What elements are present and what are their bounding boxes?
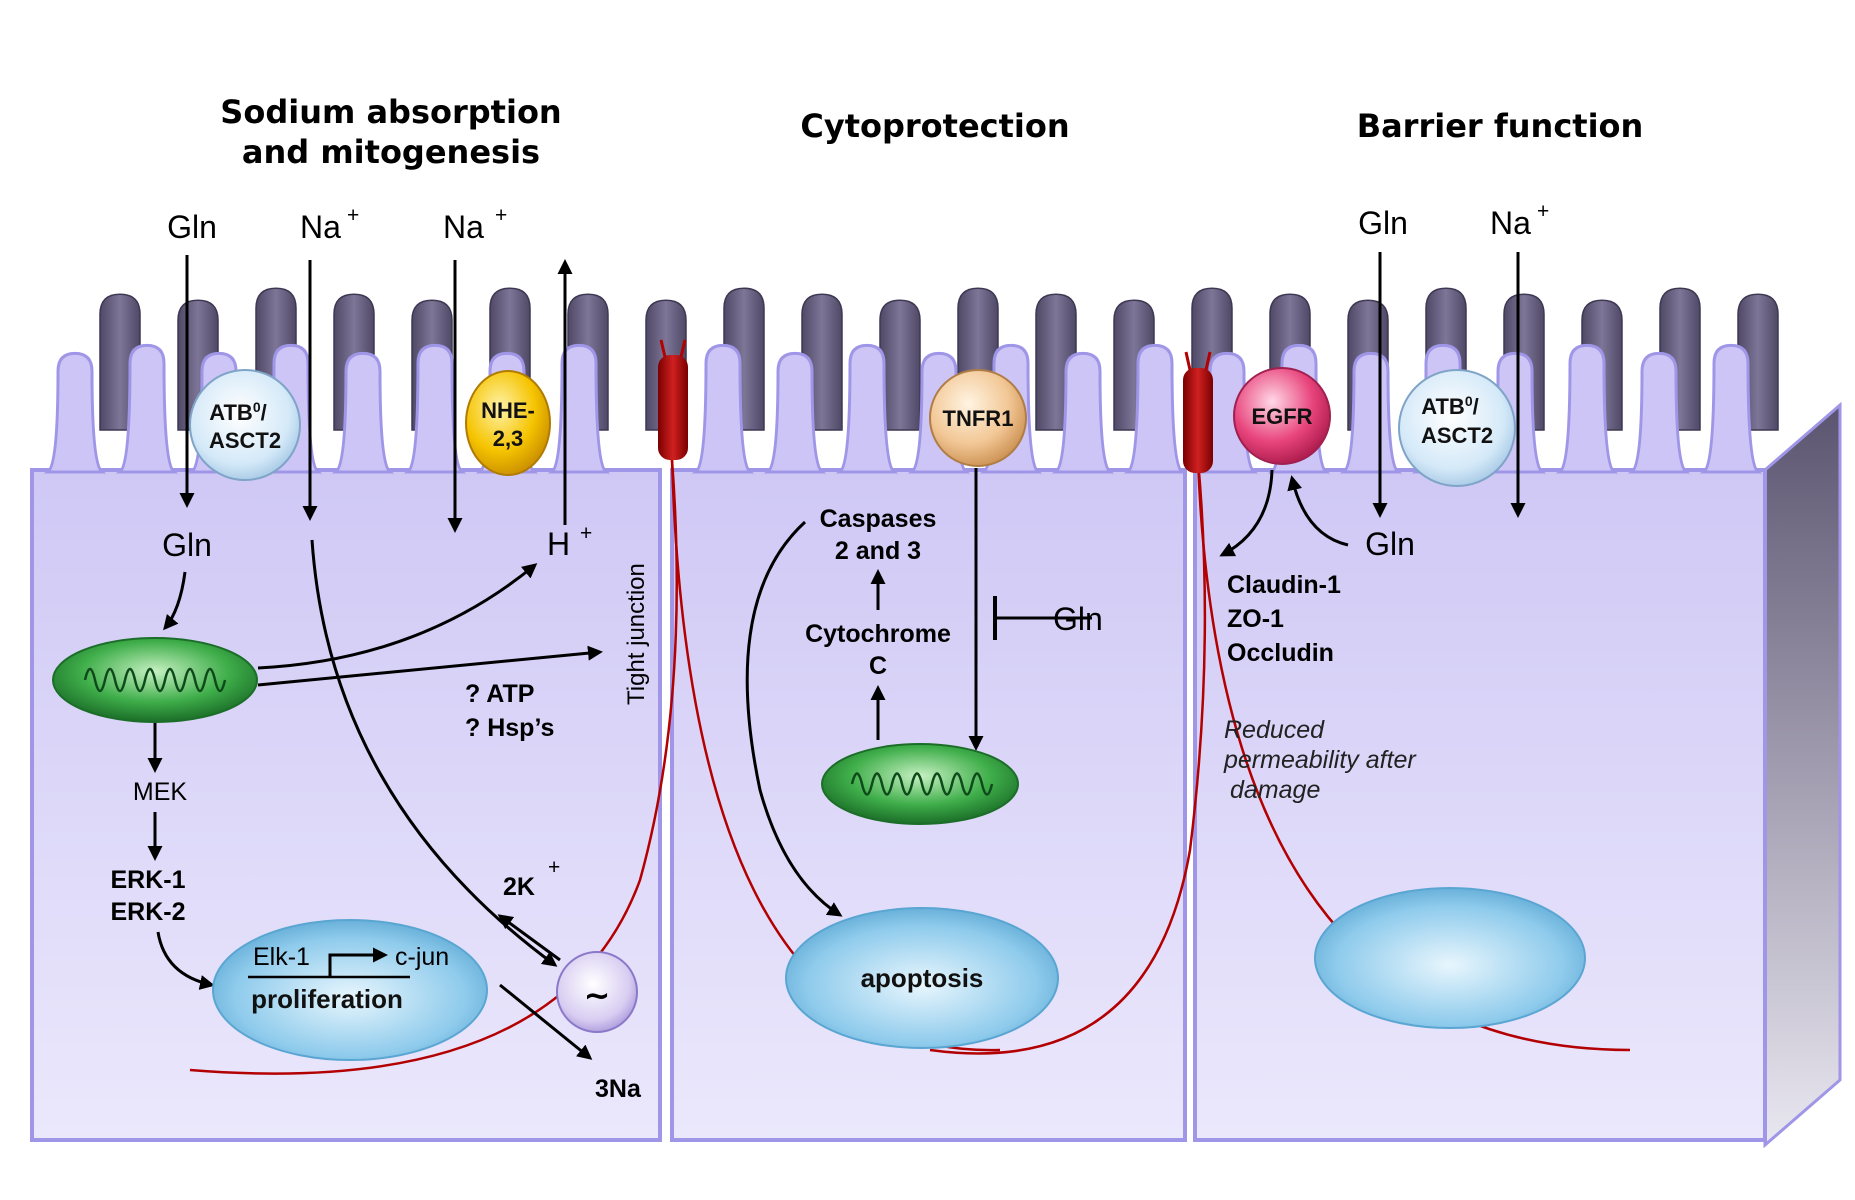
nhe-exchanger: NHE- 2,3 xyxy=(465,370,551,476)
tight-junction-label: Tight junction xyxy=(623,563,650,705)
atb-asct2-transporter-3: ATB0/ ASCT2 xyxy=(1398,369,1516,487)
zo1-label: ZO-1 xyxy=(1227,605,1284,633)
microvillus xyxy=(1051,351,1115,474)
nucleus-2: apoptosis xyxy=(785,907,1059,1049)
cell-1-contents: Gln Na + Na + ATB0/ ASCT2 NHE- 2,3 Gln H… xyxy=(52,204,642,1103)
svg-text:proliferation: proliferation xyxy=(251,984,403,1014)
reduced-line2: permeability after xyxy=(1223,746,1417,774)
svg-text:ASCT2: ASCT2 xyxy=(1421,423,1493,448)
cell-side-face xyxy=(1763,401,1842,1149)
microvillus xyxy=(1123,343,1187,474)
cell-2-contents: TNFR1 Gln Caspases 2 and 3 Cytochrome C … xyxy=(745,369,1103,1049)
h-label: H xyxy=(547,526,570,562)
microvillus xyxy=(331,351,395,474)
gln-inside-label: Gln xyxy=(162,527,212,563)
microvillus xyxy=(1699,343,1763,474)
erk1-label: ERK-1 xyxy=(110,866,185,894)
nucleus-3 xyxy=(1314,887,1586,1029)
microvillus xyxy=(115,343,179,474)
gln-inside-label-3: Gln xyxy=(1365,526,1415,562)
na-label-1: Na xyxy=(300,209,341,245)
atp-label: ? ATP xyxy=(465,680,534,708)
microvillus xyxy=(763,351,827,474)
cell-3-contents: Gln Na + EGFR ATB0/ ASCT2 Gln Claudin-1 … xyxy=(1219,200,1586,1029)
microvillus xyxy=(835,343,899,474)
svg-text:ASCT2: ASCT2 xyxy=(209,428,281,453)
na-label-2: Na xyxy=(443,209,484,245)
tnfr1-receptor: TNFR1 xyxy=(929,369,1027,467)
mek-label: MEK xyxy=(133,778,188,806)
na-k-pump: ~ xyxy=(556,951,638,1033)
gln-top-label: Gln xyxy=(167,209,217,245)
cytochrome-line1: Cytochrome xyxy=(805,620,951,648)
svg-text:2,3: 2,3 xyxy=(493,426,524,451)
reduced-line3: damage xyxy=(1230,776,1320,804)
occludin-label: Occludin xyxy=(1227,639,1334,667)
h-plus: + xyxy=(580,522,592,545)
svg-text:TNFR1: TNFR1 xyxy=(943,406,1014,431)
na-plus-3: + xyxy=(1537,200,1549,223)
svg-text:EGFR: EGFR xyxy=(1251,404,1312,429)
title-barrier: Barrier function xyxy=(1357,107,1644,145)
na-plus-2: + xyxy=(495,204,507,227)
atb-asct2-transporter: ATB0/ ASCT2 xyxy=(189,369,301,481)
microvillus xyxy=(1627,351,1691,474)
nucleus-1: Elk-1 c-jun proliferation xyxy=(212,919,488,1061)
mitochondrion-2 xyxy=(821,743,1019,825)
svg-text:c-jun: c-jun xyxy=(395,943,449,971)
reduced-line1: Reduced xyxy=(1224,716,1325,744)
svg-text:ATB0/: ATB0/ xyxy=(1421,393,1479,419)
gln-inhibitor-label: Gln xyxy=(1053,601,1103,637)
tight-junction-2 xyxy=(1183,351,1213,473)
caspases-line1: Caspases xyxy=(820,505,937,533)
svg-text:apoptosis: apoptosis xyxy=(861,963,984,993)
na3-label: 3Na xyxy=(595,1075,642,1103)
title-sodium-line1: Sodium absorption xyxy=(220,93,561,131)
na-label-3: Na xyxy=(1490,205,1531,241)
microvillus xyxy=(1339,351,1403,474)
k-plus: + xyxy=(548,856,560,879)
gln-top-label-3: Gln xyxy=(1358,205,1408,241)
mitochondrion-1 xyxy=(52,637,258,723)
svg-text:~: ~ xyxy=(584,976,611,1014)
claudin-label: Claudin-1 xyxy=(1227,571,1341,599)
hsp-label: ? Hsp’s xyxy=(465,714,554,742)
microvillus xyxy=(691,343,755,474)
egfr-receptor: EGFR xyxy=(1233,367,1331,465)
caspases-line2: 2 and 3 xyxy=(835,537,921,565)
microvillus xyxy=(1555,343,1619,474)
title-cytoprotection: Cytoprotection xyxy=(800,107,1069,145)
na-plus-1: + xyxy=(347,204,359,227)
erk2-label: ERK-2 xyxy=(110,898,185,926)
svg-text:NHE-: NHE- xyxy=(481,398,535,423)
svg-text:Elk-1: Elk-1 xyxy=(253,943,310,971)
microvillus xyxy=(43,351,107,474)
section-titles: Sodium absorption and mitogenesis Cytopr… xyxy=(220,93,1643,171)
k-label: 2K xyxy=(503,873,535,901)
cytochrome-line2: C xyxy=(869,652,887,680)
title-sodium-line2: and mitogenesis xyxy=(242,133,540,171)
tight-junction-1 xyxy=(658,339,688,460)
microvillus-back xyxy=(879,299,921,431)
svg-text:ATB0/: ATB0/ xyxy=(209,399,267,425)
